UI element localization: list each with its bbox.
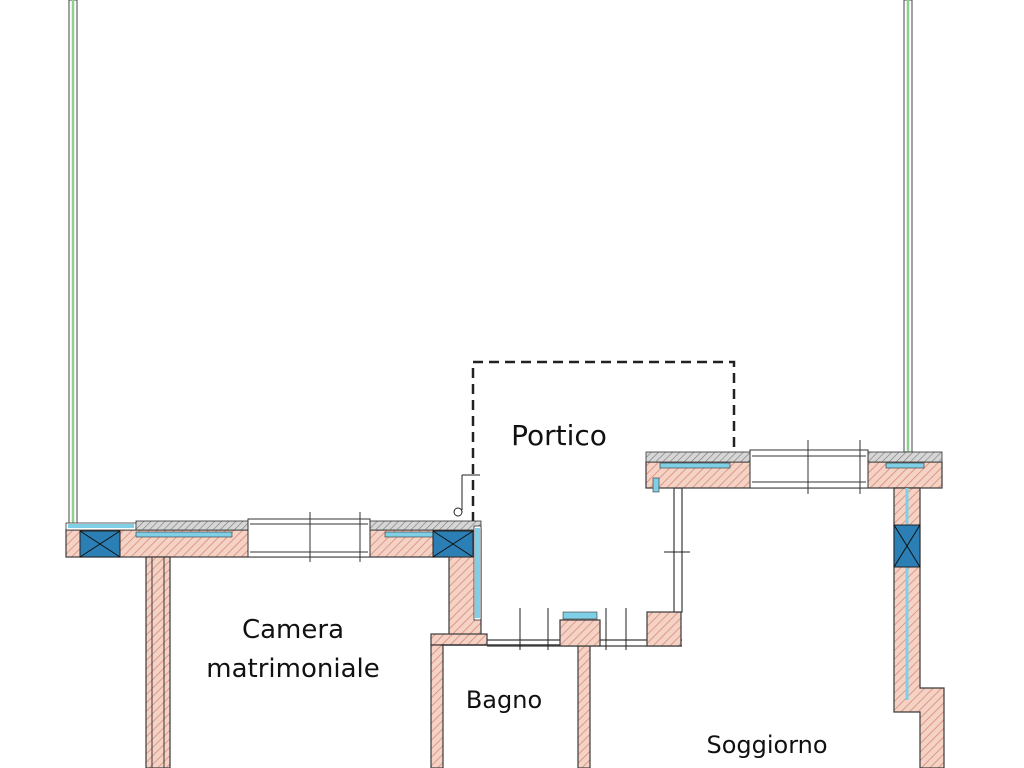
structural-column — [79, 530, 121, 558]
left-north-wall — [65, 512, 482, 562]
portico-outline — [471, 360, 736, 522]
room-label-bagno: Bagno — [466, 686, 542, 714]
room-label-camera-line2: matrimoniale — [206, 654, 379, 684]
room-label-portico: Portico — [511, 419, 607, 452]
left-east-wall — [430, 525, 488, 646]
garden-fence — [68, 0, 913, 526]
structural-column — [432, 530, 474, 558]
right-east-wall — [893, 487, 945, 768]
portico-east-wall — [664, 487, 690, 613]
camera-west-wall — [145, 556, 171, 768]
wall-marker — [453, 474, 480, 517]
bagno-walls — [430, 644, 591, 768]
portico-south-wall — [487, 608, 682, 650]
right-north-wall — [645, 440, 943, 494]
room-label-soggiorno: Soggiorno — [706, 731, 827, 759]
room-label-camera-line1: Camera — [242, 615, 344, 645]
